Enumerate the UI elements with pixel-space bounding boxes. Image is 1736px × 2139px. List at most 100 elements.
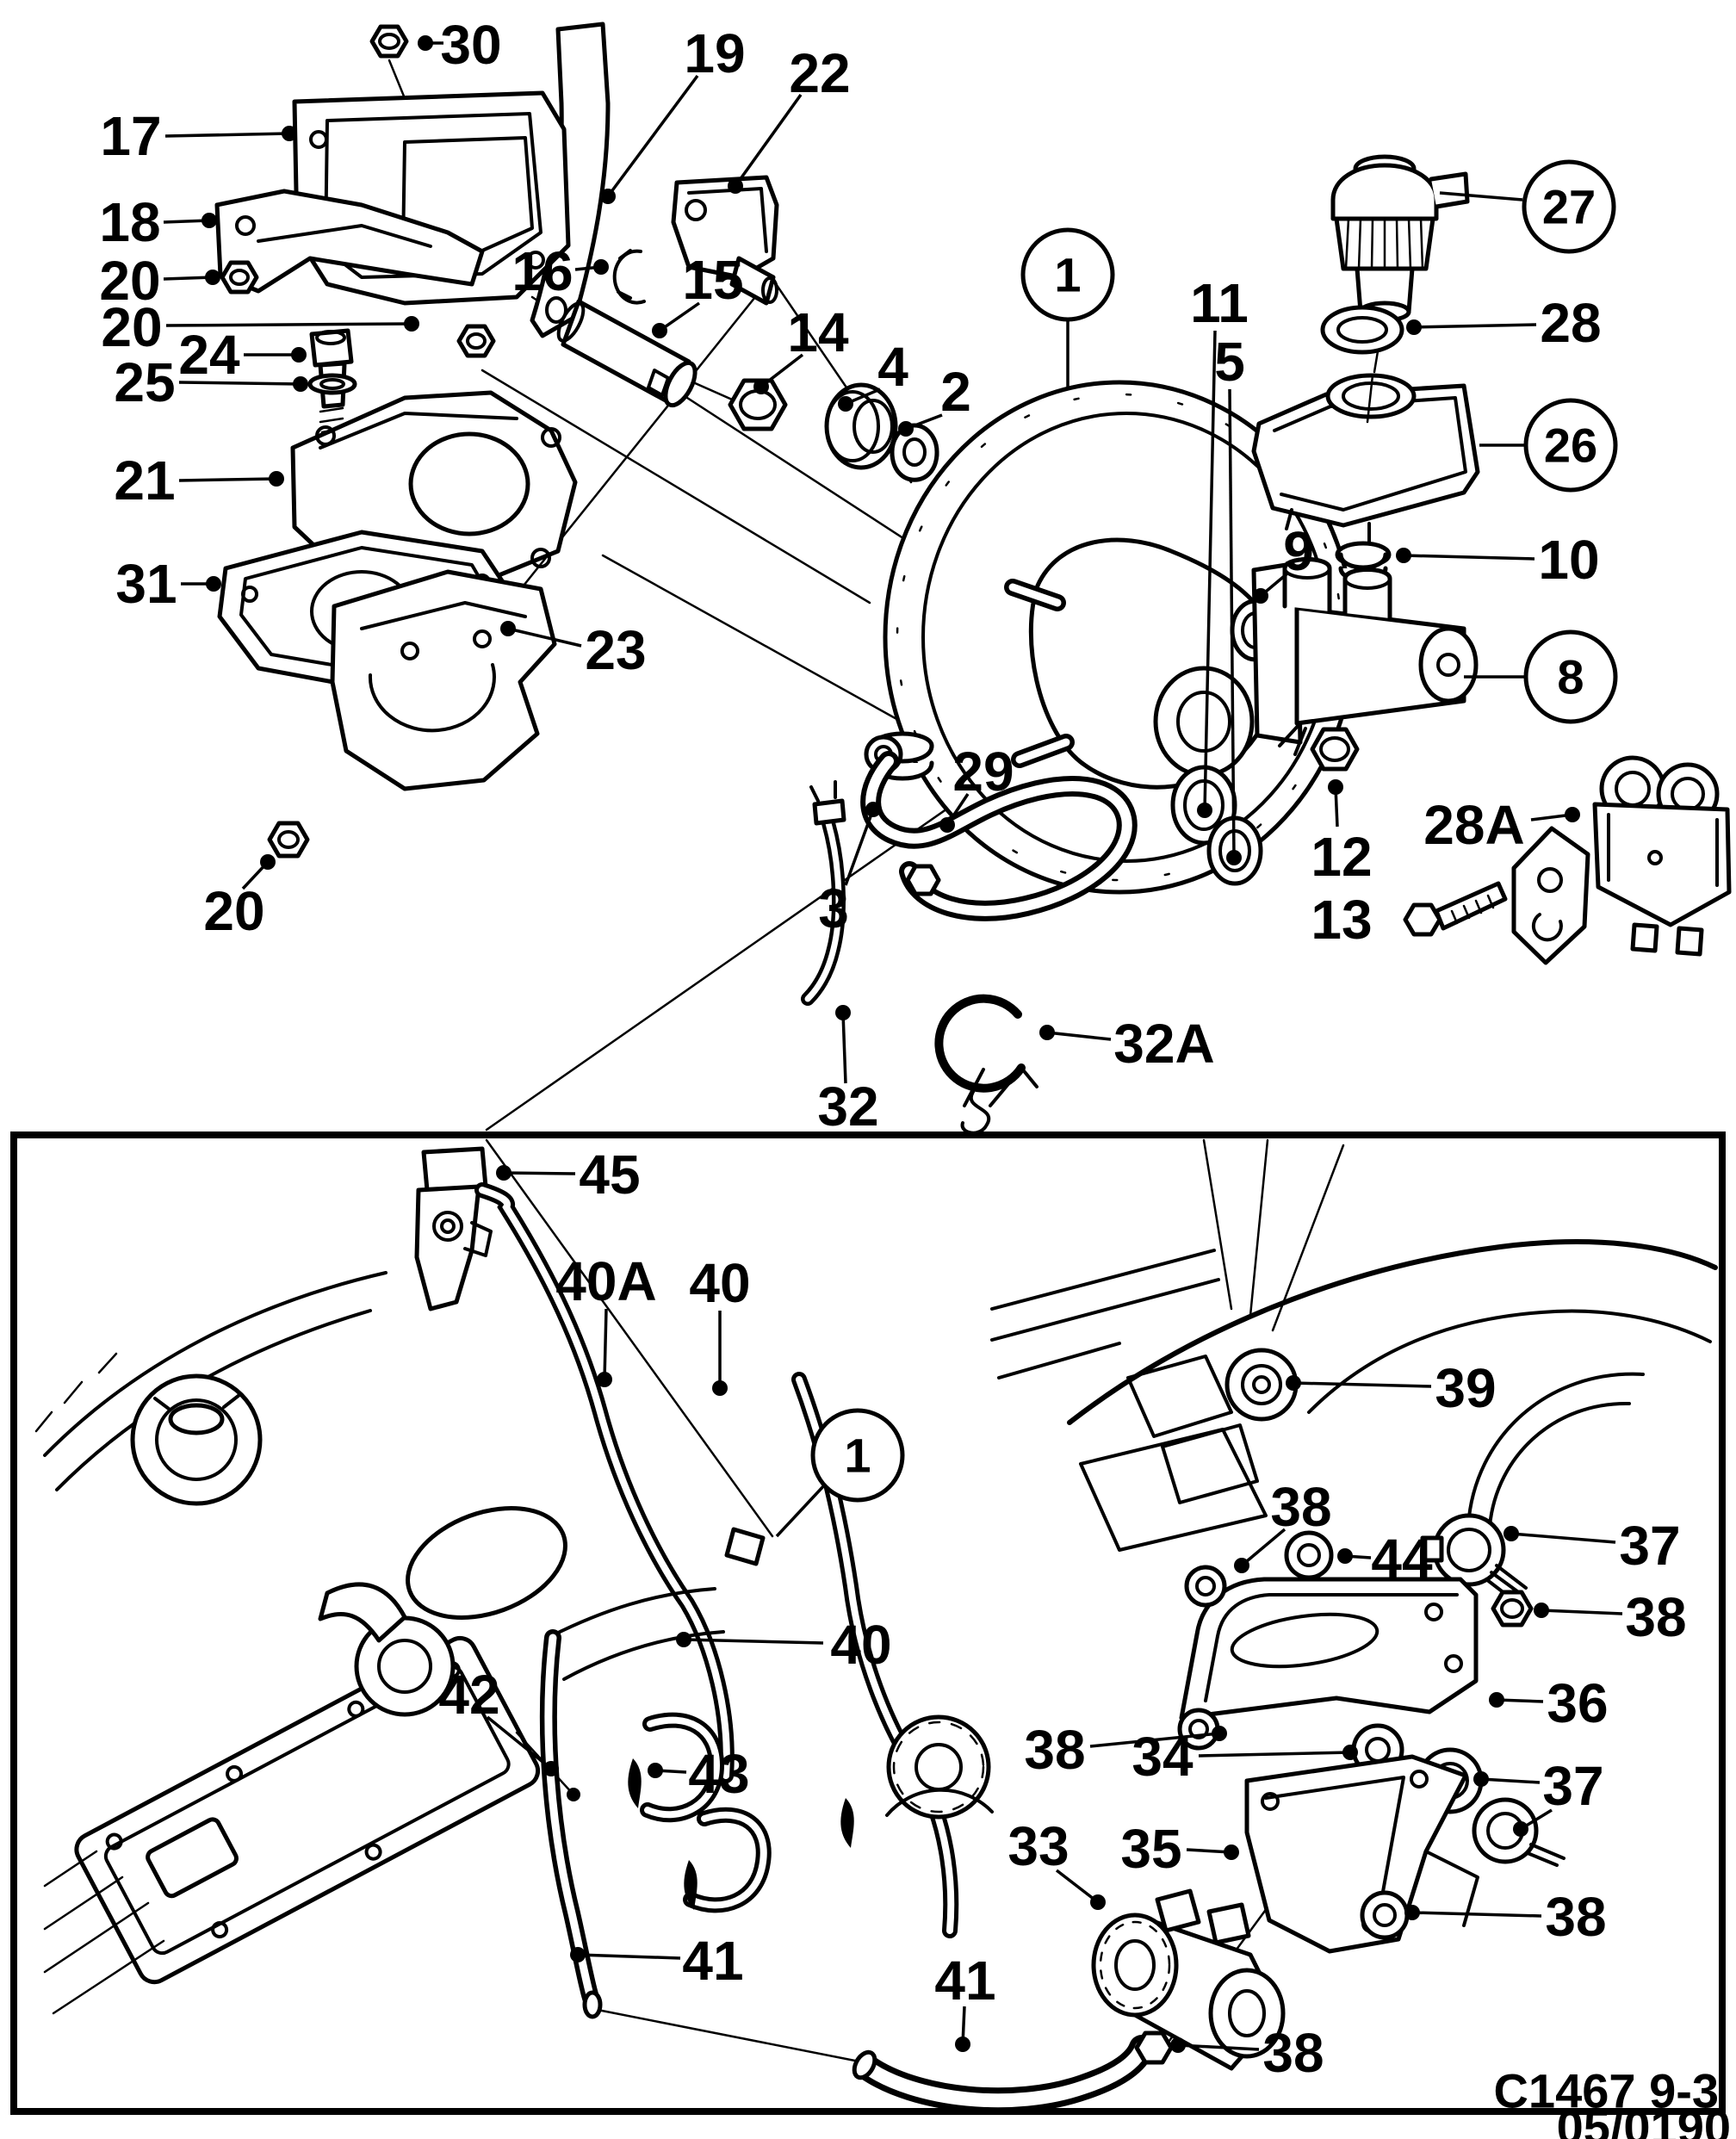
callout-leader-line — [1198, 1751, 1351, 1758]
callout-label: 1 — [1054, 248, 1081, 302]
callout-1: 1 — [775, 1408, 905, 1538]
callout-dot — [1404, 1905, 1420, 1920]
callout-18: 18 — [99, 191, 217, 253]
part-grommet-44 — [1284, 1530, 1334, 1580]
callout-dot — [293, 376, 308, 392]
figure-date-code: 05/0190 — [1557, 2100, 1731, 2139]
part-hoses-43 — [628, 1712, 854, 1913]
callout-dot — [652, 323, 667, 338]
callout-label: 8 — [1557, 650, 1584, 704]
callout-label: 4 — [877, 336, 908, 398]
callout-label: 15 — [682, 249, 743, 311]
part-pin-15 — [556, 299, 698, 408]
callout-leader-line — [1439, 191, 1523, 202]
callout-33: 33 — [1008, 1815, 1106, 1910]
callout-dot — [1286, 1375, 1301, 1391]
callout-label: 32A — [1113, 1013, 1214, 1075]
callout-leader-line — [1496, 1698, 1544, 1703]
callout-dot — [898, 421, 914, 437]
callout-circle — [1522, 159, 1616, 254]
callout-leader-line — [486, 1715, 553, 1770]
callout-dot — [206, 576, 221, 592]
callout-dot — [1212, 1726, 1227, 1741]
callout-label: 11 — [1190, 272, 1249, 334]
callout-3: 3 — [818, 802, 881, 939]
callout-dot — [1534, 1603, 1549, 1618]
callout-10: 10 — [1396, 529, 1600, 591]
part-master-cylinder-8 — [1251, 557, 1479, 756]
callout-dot — [728, 178, 743, 194]
callout-label: 16 — [512, 240, 573, 302]
callout-dot — [1170, 2037, 1186, 2053]
callout-label: 36 — [1547, 1672, 1608, 1734]
callout-label: 3 — [818, 877, 849, 939]
callout-dot — [676, 1632, 691, 1647]
callout-dot — [1342, 1745, 1358, 1760]
callout-leader-line — [775, 1483, 827, 1538]
callout-38: 38 — [1404, 1886, 1607, 1948]
callout-label: 43 — [688, 1743, 749, 1805]
callout-leader-line — [1228, 388, 1236, 859]
callout-leader-line — [1411, 1911, 1542, 1918]
callout-dot — [1224, 1844, 1239, 1860]
callout-leader-line — [503, 1171, 576, 1175]
callout-label: 37 — [1542, 1755, 1603, 1817]
callout-label: 41 — [934, 1950, 995, 2012]
figure-code: C1467 9-3 — [1493, 2064, 1719, 2118]
callout-40A: 40A — [555, 1250, 657, 1387]
callout-dot — [1253, 588, 1268, 604]
part-hose-41-upper — [539, 1629, 603, 2019]
callout-dot — [1337, 1548, 1353, 1564]
callout-circle — [1523, 629, 1618, 724]
callout-dot — [202, 213, 217, 228]
callout-34: 34 — [1132, 1726, 1358, 1788]
callout-label: 29 — [952, 741, 1014, 803]
part-brake-booster-1 — [883, 380, 1356, 895]
installation-view-section — [34, 1138, 1718, 2114]
callout-leader-line — [507, 627, 582, 648]
callout-label: 38 — [1262, 2022, 1324, 2084]
callout-label: 44 — [1371, 1528, 1433, 1590]
callout-20: 20 — [101, 296, 419, 358]
callout-dot — [1406, 319, 1422, 335]
callout-dot — [404, 316, 419, 332]
callout-dot — [418, 35, 433, 51]
part-nut-20-lower — [267, 821, 310, 859]
callout-dot — [835, 1005, 851, 1020]
callout-label: 32 — [817, 1076, 878, 1138]
callout-leader-line — [760, 353, 804, 388]
callout-leader-line — [844, 809, 875, 886]
callout-dot — [838, 396, 853, 412]
callout-dot — [597, 1372, 612, 1387]
part-prop-valve-28A — [1592, 755, 1732, 957]
callout-42: 42 — [438, 1664, 559, 1776]
callout-label: 19 — [684, 22, 745, 84]
part-grommet-38-mid — [1360, 1890, 1410, 1940]
callout-2: 2 — [898, 361, 971, 437]
callout-label: 42 — [438, 1664, 499, 1726]
callout-leader-line — [659, 301, 700, 332]
callout-label: 20 — [99, 250, 160, 312]
callout-leader-line — [1089, 1732, 1220, 1748]
callout-23: 23 — [500, 619, 647, 681]
callout-32: 32 — [817, 1005, 879, 1138]
callout-dot — [939, 817, 955, 833]
callout-dot — [1234, 1558, 1249, 1573]
callout-17: 17 — [100, 105, 297, 167]
callout-leader-line — [178, 381, 301, 386]
callout-label: 12 — [1311, 826, 1372, 888]
callout-24: 24 — [178, 324, 307, 386]
callout-26: 26 — [1479, 398, 1618, 493]
callout-leader-line — [734, 93, 803, 188]
callout-dot — [1328, 779, 1343, 795]
part-bolt-24 — [309, 328, 354, 454]
callout-leader-line — [1203, 330, 1217, 811]
callout-label: 35 — [1120, 1818, 1181, 1880]
part-nut-30 — [369, 24, 409, 59]
callout-31: 31 — [115, 553, 221, 615]
callout-dot — [570, 1947, 586, 1962]
callout-41: 41 — [934, 1950, 996, 2052]
callout-37: 37 — [1504, 1515, 1681, 1577]
callout-label: 17 — [100, 105, 161, 167]
callout-36: 36 — [1489, 1672, 1609, 1734]
